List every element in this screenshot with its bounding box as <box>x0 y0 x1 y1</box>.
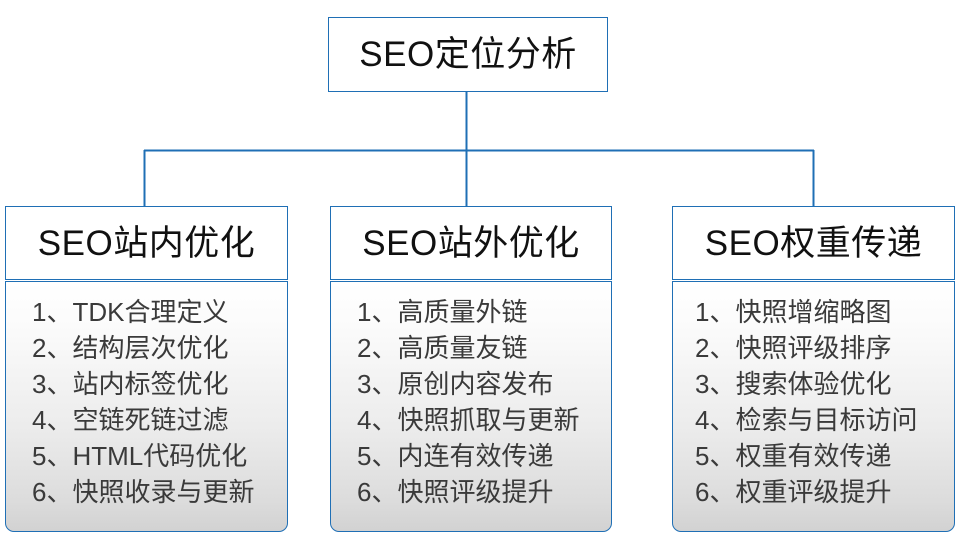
branch-title-seo-onsite: SEO站内优化 <box>37 223 256 263</box>
branch-item-list-seo-onsite: 1、TDK合理定义 2、结构层次优化 3、站内标签优化 4、空链死链过滤 5、H… <box>6 294 254 510</box>
branch-card-seo-offsite[interactable]: SEO站外优化 1、高质量外链 2、高质量友链 3、原创内容发布 4、快照抓取与… <box>330 206 612 532</box>
list-item: 3、原创内容发布 <box>357 369 554 399</box>
list-item: 5、权重有效传递 <box>695 441 892 471</box>
branch-title-seo-offsite: SEO站外优化 <box>362 223 580 263</box>
list-item: 1、高质量外链 <box>357 297 528 327</box>
list-item: 3、搜索体验优化 <box>695 369 892 399</box>
branch-body-seo-weight: 1、快照增缩略图 2、快照评级排序 3、搜索体验优化 4、检索与目标访问 5、权… <box>672 281 955 532</box>
list-item: 6、快照评级提升 <box>357 477 554 507</box>
branch-header-seo-weight[interactable]: SEO权重传递 <box>672 206 955 280</box>
list-item: 6、快照收录与更新 <box>32 477 255 507</box>
branch-body-seo-offsite: 1、高质量外链 2、高质量友链 3、原创内容发布 4、快照抓取与更新 5、内连有… <box>330 281 612 532</box>
list-item: 4、快照抓取与更新 <box>357 405 580 435</box>
list-item: 2、高质量友链 <box>357 333 528 363</box>
list-item: 2、结构层次优化 <box>32 333 229 363</box>
branch-body-seo-onsite: 1、TDK合理定义 2、结构层次优化 3、站内标签优化 4、空链死链过滤 5、H… <box>5 281 288 532</box>
branch-card-seo-onsite[interactable]: SEO站内优化 1、TDK合理定义 2、结构层次优化 3、站内标签优化 4、空链… <box>5 206 288 532</box>
branch-item-list-seo-weight: 1、快照增缩略图 2、快照评级排序 3、搜索体验优化 4、检索与目标访问 5、权… <box>673 294 917 510</box>
list-item: 1、快照增缩略图 <box>695 297 892 327</box>
branch-card-seo-weight[interactable]: SEO权重传递 1、快照增缩略图 2、快照评级排序 3、搜索体验优化 4、检索与… <box>672 206 955 532</box>
list-item: 4、检索与目标访问 <box>695 405 918 435</box>
list-item: 5、内连有效传递 <box>357 441 554 471</box>
root-node-label: SEO定位分析 <box>359 35 577 74</box>
list-item: 1、TDK合理定义 <box>32 297 229 327</box>
branch-item-list-seo-offsite: 1、高质量外链 2、高质量友链 3、原创内容发布 4、快照抓取与更新 5、内连有… <box>331 294 579 510</box>
branch-title-seo-weight: SEO权重传递 <box>704 223 923 263</box>
list-item: 5、HTML代码优化 <box>32 441 248 471</box>
list-item: 3、站内标签优化 <box>32 369 229 399</box>
root-node[interactable]: SEO定位分析 <box>328 17 608 92</box>
list-item: 4、空链死链过滤 <box>32 405 229 435</box>
branch-header-seo-onsite[interactable]: SEO站内优化 <box>5 206 288 280</box>
list-item: 2、快照评级排序 <box>695 333 892 363</box>
branch-header-seo-offsite[interactable]: SEO站外优化 <box>330 206 612 280</box>
list-item: 6、权重评级提升 <box>695 477 892 507</box>
